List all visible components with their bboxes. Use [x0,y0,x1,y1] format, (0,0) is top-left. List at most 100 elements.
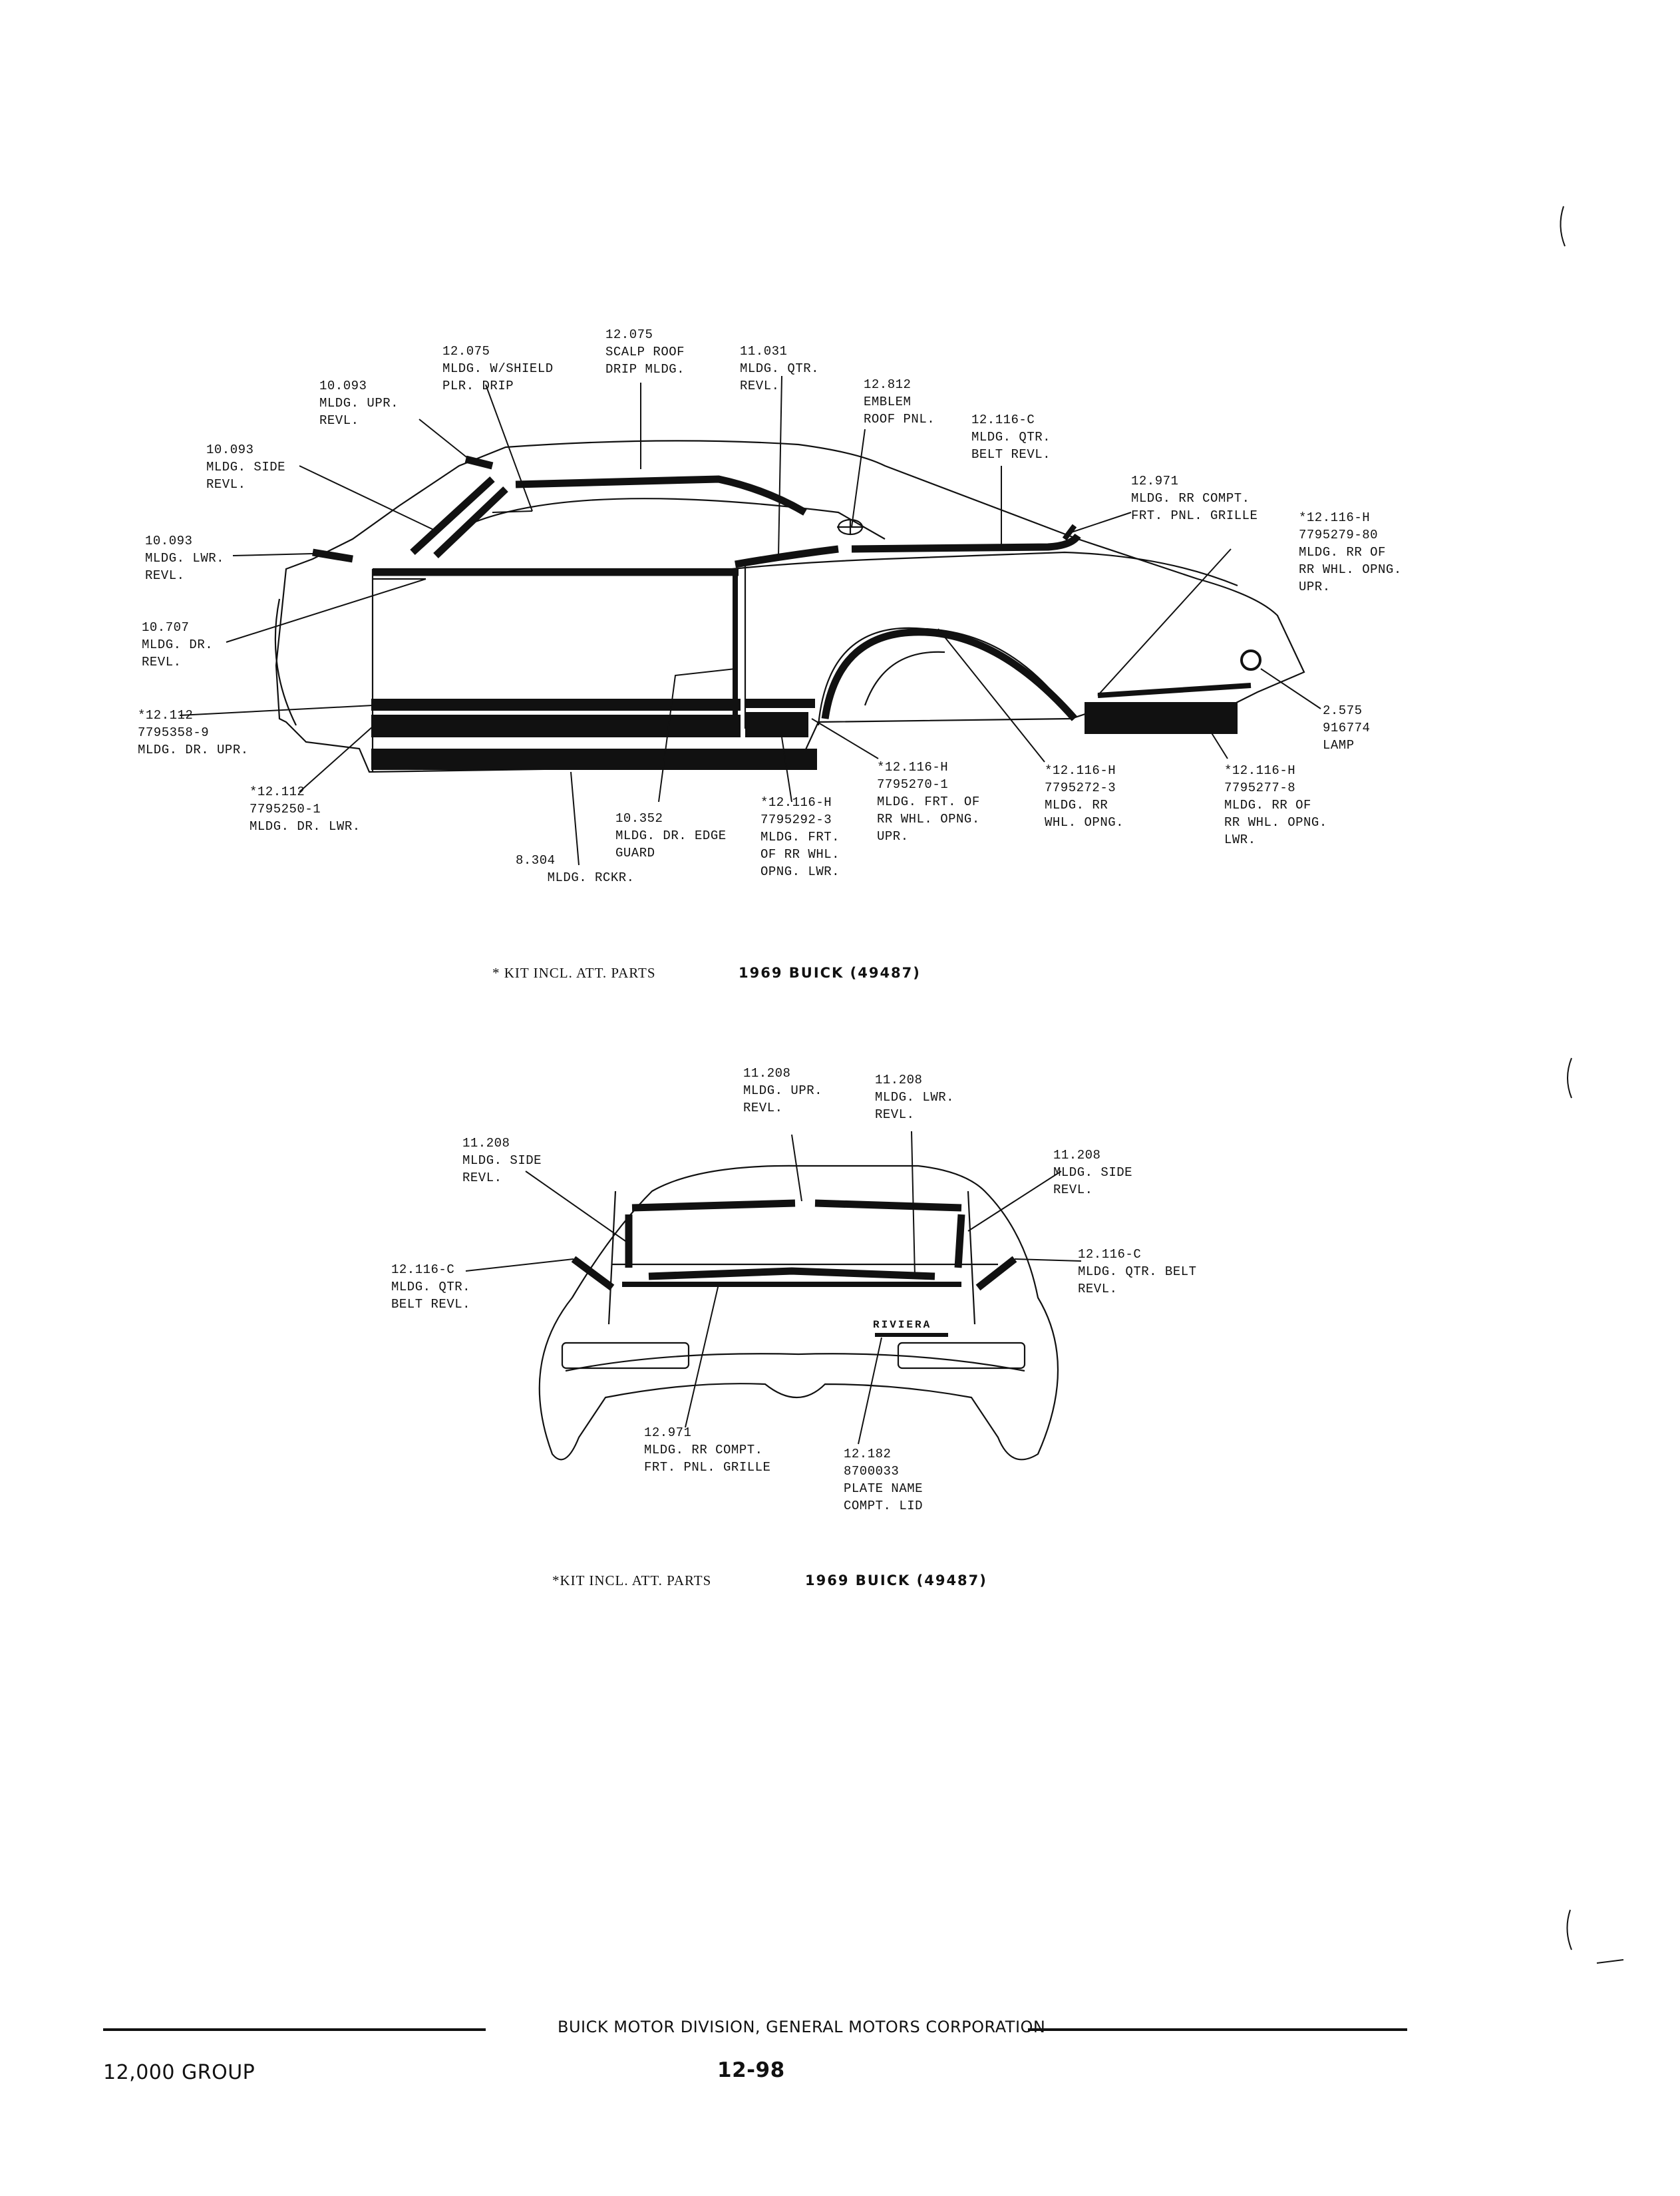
side-caption-note: * KIT INCL. ATT. PARTS [492,965,656,981]
side-label-dr-upr: *12.112 7795358-9 MLDG. DR. UPR. [138,708,249,757]
rear-pillar-left [607,1190,617,1325]
molding-lwr-revl [312,548,353,563]
rear-mldg-qtr-belt-left [571,1256,615,1291]
molding-qtr-revl [735,545,839,568]
side-label-w-shield-plr-drip: 12.075 MLDG. W/SHIELD PLR. DRIP [442,344,554,393]
molding-rr-whl-opng-upr [1097,683,1252,698]
rear-label-side-revl-left: 11.208 MLDG. SIDE REVL. [462,1136,542,1185]
molding-dr-upr [371,699,741,711]
footer-rule-left [103,2028,486,2031]
rear-body-outline [538,1165,1059,1461]
molding-roof-drip [515,475,807,516]
rear-label-qtr-belt-left: 12.116-C MLDG. QTR. BELT REVL. [391,1262,471,1312]
taillamp-left [561,1342,690,1370]
leader-dr-lwr [299,726,373,793]
car-front-bumper [274,598,297,726]
side-label-upr-revl: 10.093 MLDG. UPR. REVL. [319,379,399,428]
molding-qtr-belt [851,533,1081,553]
leader-rear-qtr-right [1014,1258,1082,1262]
molding-dr-lwr [371,715,741,737]
side-label-qtr-revl: 11.031 MLDG. QTR. REVL. [740,344,820,393]
rear-label-side-revl-right: 11.208 MLDG. SIDE REVL. [1053,1148,1133,1197]
leader-rear-lwr [911,1131,916,1277]
side-label-emblem-roof: 12.812 EMBLEM ROOF PNL. [864,377,935,427]
lamp-icon [1240,649,1261,671]
rear-label-upr-revl: 11.208 MLDG. UPR. REVL. [743,1066,823,1115]
side-label-rr-compt-grille: 12.971 MLDG. RR COMPT. FRT. PNL. GRILLE [1131,474,1258,523]
car-window-line [465,498,886,540]
side-label-qtr-belt-revl: 12.116-C MLDG. QTR. BELT REVL. [971,413,1051,462]
rear-mldg-upr-revl [631,1199,962,1212]
molding-frt-rr-whl-lwr [745,712,808,737]
leader-frt-rr-whl-lwr [781,737,792,803]
leader-rr-compt [1071,512,1132,533]
footer-page-number: 12-98 [717,2058,785,2082]
side-label-rr-whl-opng: *12.116-H 7795272-3 MLDG. RR WHL. OPNG. [1045,763,1124,830]
footer-rule-right [1028,2028,1407,2031]
rear-caption-title: 1969 BUICK (49487) [805,1572,987,1588]
molding-rr-of-rr-whl-lwr [1085,702,1238,734]
rear-mldg-lwr-revl [648,1267,935,1280]
leader-dr-edge [658,668,736,803]
side-label-rckr: 8.304 MLDG. RCKR. [516,853,635,885]
roof-emblem-icon [837,518,864,536]
leader-rear-plate [858,1337,882,1445]
leader-dr-upr [179,705,373,716]
footer-group: 12,000 GROUP [103,2061,255,2084]
leader-rckr [570,771,580,866]
leader-rear-qtr-left [465,1258,574,1272]
leader-dr-revl [226,578,426,643]
leader-emblem [851,429,866,528]
leader-rear-upr [791,1134,802,1202]
rear-emblem-text: RIVIERA [873,1319,932,1331]
rear-emblem-plate [875,1333,948,1337]
leader-rr-of-rr-lwr [1210,731,1228,759]
side-label-frt-rr-whl-opng-upr: *12.116-H 7795270-1 MLDG. FRT. OF RR WHL… [877,760,980,844]
leader-rear-side-left [525,1171,626,1242]
side-label-side-revl: 10.093 MLDG. SIDE REVL. [206,443,286,492]
leader-lwr-revl [232,553,313,556]
side-label-lwr-revl: 10.093 MLDG. LWR. REVL. [145,534,225,583]
taillamp-right [897,1342,1026,1370]
rear-label-rr-compt-grille: 12.971 MLDG. RR COMPT. FRT. PNL. GRILLE [644,1425,771,1475]
car-body-outline [275,440,1305,773]
leader-rr-whl [937,628,1045,763]
rear-bumper-line [565,1353,1025,1372]
rear-label-plate-name: 12.182 8700033 PLATE NAME COMPT. LID [844,1447,924,1513]
leader-rear-side-right [967,1171,1062,1232]
side-label-lamp: 2.575 916774 LAMP [1323,703,1371,753]
leader-qtr-revl [778,375,782,556]
molding-side-revl-2 [433,486,508,558]
leader-rr-whl-upr [1097,548,1232,696]
side-label-dr-edge-guard: 10.352 MLDG. DR. EDGE GUARD [615,811,727,860]
molding-side-revl [410,476,495,556]
leader-w-shield [485,384,533,512]
leader-w-shield-b [492,510,533,513]
molding-rr-compt-grille [1062,524,1077,541]
car-belt-line [373,551,1238,587]
rear-label-lwr-revl: 11.208 MLDG. LWR. REVL. [875,1073,955,1122]
leader-lamp [1260,668,1321,709]
side-label-rr-of-rr-whl-opng-lwr: *12.116-H 7795277-8 MLDG. RR OF RR WHL. … [1224,763,1327,847]
side-label-dr-lwr: *12.112 7795250-1 MLDG. DR. LWR. [250,785,361,834]
molding-rckr [371,749,817,770]
side-label-rr-wheel-opng-upr: *12.116-H 7795279-80 MLDG. RR OF RR WHL.… [1299,510,1402,594]
molding-rr-whl-opng [821,628,1078,721]
leader-side-revl [299,465,440,533]
footer-division: BUICK MOTOR DIVISION, GENERAL MOTORS COR… [558,2018,1046,2036]
rear-wheel-inner [864,651,945,706]
side-label-frt-rr-whl-opng-lwr: *12.116-H 7795292-3 MLDG. FRT. OF RR WHL… [760,795,840,879]
molding-frt-rr-whl-upr [745,699,815,708]
leader-rear-rr-compt [685,1284,719,1428]
rear-mldg-qtr-belt-right [975,1256,1017,1291]
rear-mldg-side-right [954,1214,965,1268]
side-label-dr-revl: 10.707 MLDG. DR. REVL. [142,620,214,669]
side-label-scalp-roof-drip: 12.075 SCALP ROOF DRIP MLDG. [605,327,685,377]
side-caption-title: 1969 BUICK (49487) [739,965,921,981]
molding-upr-revl [464,455,494,470]
leader-upr-revl [419,419,470,460]
